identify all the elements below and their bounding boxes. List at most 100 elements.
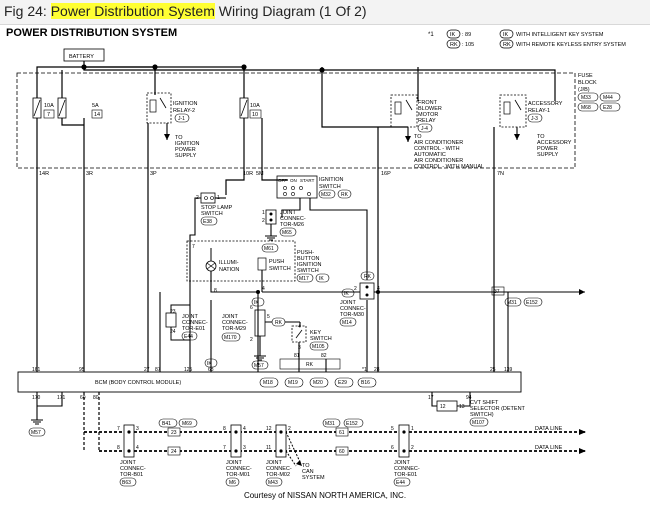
ign-sw-conn: M32 — [321, 192, 331, 198]
conn-m69: M69 — [182, 421, 192, 427]
fb-conn-m33: M33 — [581, 95, 591, 101]
cvt-l1: CVT SHIFT — [470, 400, 499, 406]
e01b-pin-1: 1 — [411, 426, 414, 432]
key-sw-l1: KEY — [310, 330, 321, 336]
jc-m02-conn: M43 — [268, 480, 278, 486]
b01-pin-4: 4 — [136, 445, 139, 451]
e01b-pin-2: 2 — [411, 445, 414, 451]
bcm-pin-27: 27 — [144, 367, 150, 373]
pbis-conn: M17 — [299, 276, 309, 282]
jc-m02-l2: CONNEC- — [266, 466, 292, 472]
bcm-conn-m20: M20 — [313, 380, 323, 386]
jc-b01-l1: JOINT — [120, 460, 137, 466]
m02-pin-11: 11 — [266, 445, 271, 451]
bcm-pin-25: 25 — [490, 367, 496, 373]
pbis-l3: IGNITION — [297, 262, 321, 268]
to-can-l3: SYSTEM — [302, 475, 325, 481]
bcm-pin-star: *1 — [362, 367, 367, 373]
m57-label-a: M57 — [254, 363, 264, 369]
ign-sw-l2: SWITCH — [319, 184, 341, 190]
blower-l4: RELAY — [418, 118, 436, 124]
pbis-pin-8: 8 — [214, 288, 217, 294]
legend-mark-rk: RK — [450, 42, 458, 48]
jc-m26-conn: M65 — [282, 230, 292, 236]
wire-3p: 3P — [150, 171, 157, 177]
data-line-2: DATA LINE — [535, 445, 563, 451]
m57-label-b: M57 — [31, 430, 41, 436]
stop-lamp-conn: E38 — [203, 219, 212, 225]
push-sw-l1: PUSH — [269, 259, 284, 265]
pin-61: 61 — [339, 430, 345, 436]
fb-conn-m44: M44 — [603, 95, 613, 101]
m30-mark-ik: IK — [344, 291, 349, 297]
bcm-pin-170: 170 — [32, 395, 41, 401]
e01b-pin-6: 6 — [391, 445, 394, 451]
bcm-conn-m18: M18 — [263, 380, 273, 386]
bcm-pin-81: 81 — [294, 353, 300, 359]
bcm-pin-94: 94 — [466, 395, 472, 401]
bcm-mark-ik: IK — [207, 361, 212, 367]
wire-10r: 10R — [243, 171, 253, 177]
stop-lamp-l1: STOP LAMP — [201, 205, 233, 211]
conn-e152-b: E152 — [346, 421, 358, 427]
ign-sw-mark: RK — [341, 192, 349, 198]
jc-b01-conn: B63 — [122, 480, 131, 486]
legend-mark-ik: IK — [450, 32, 456, 38]
acc-code: J-3 — [531, 116, 538, 122]
to-acc-l1: TO — [537, 134, 545, 140]
diagram-title: POWER DISTRIBUTION SYSTEM — [6, 27, 177, 39]
key-switch: 4 3 KEY SWITCH M105 RK IK — [159, 292, 368, 372]
bcm-pin-80: 80 — [93, 395, 99, 401]
jc-m02-l1: JOINT — [266, 460, 283, 466]
data-line-1: DATA LINE — [535, 426, 563, 432]
pbis-l2: BUTTON — [297, 256, 320, 262]
conn-b41: B41 — [162, 421, 171, 427]
ign-pos-start: START — [300, 178, 315, 183]
bcm-conn-b16: B16 — [361, 380, 370, 386]
jc-m01-l1: JOINT — [226, 460, 243, 466]
jc-e01-l3: TOR-E01 — [182, 326, 205, 332]
jc-e01b-conn: E44 — [396, 480, 405, 486]
ignition-switch: OFF ON START IGNITION SWITCH M32 RK — [276, 175, 368, 280]
joint-connector-e01-bottom: 5 1 6 2 JOINT CONNEC- TOR-E01 E44 — [391, 424, 420, 487]
bcm-pin-125: 125 — [184, 367, 193, 373]
blower-l1: FRONT — [418, 100, 438, 106]
m02-pin-2: 2 — [288, 426, 291, 432]
data-lines: DATA LINE DATA LINE B41 M69 23 24 M31 E1… — [83, 392, 586, 456]
wiring-diagram: POWER DISTRIBUTION SYSTEM *1 IK : 89 IK … — [6, 27, 626, 487]
ign-relay-l1: IGNITION — [173, 101, 197, 107]
blower-code: J-4 — [421, 126, 428, 132]
pin-24-a: 24 — [171, 449, 177, 455]
pbis-l1: PUSH- — [297, 250, 314, 256]
legend-mark-ik-2: IK — [503, 32, 509, 38]
cvt-l2: SELECTOR (DETENT — [470, 406, 526, 412]
fuse-7: 10A 7 — [32, 97, 55, 119]
joint-connector-m30: 2 4 RK IK JOINT CONNEC- TOR-M30 M14 37 M… — [262, 271, 585, 327]
blower-l2: BLOWER — [418, 106, 442, 112]
m29-pin-5: 5 — [267, 314, 270, 320]
stop-lamp-l2: SWITCH — [201, 211, 223, 217]
bcm-pin-82: 82 — [321, 353, 327, 359]
bcm-pin-68: 68 — [208, 367, 214, 373]
fb-conn-e28: E28 — [603, 105, 612, 111]
ignition-relay-2: IGNITION RELAY-2 J-1 TO IGNITION POWER S… — [146, 92, 199, 159]
bcm-label: BCM (BODY CONTROL MODULE) — [95, 380, 181, 386]
to-acc-l4: SUPPLY — [537, 152, 559, 158]
feed-wires — [36, 118, 495, 372]
m30-pin-4: 4 — [377, 286, 380, 292]
fuse-10-num: 10 — [252, 112, 258, 118]
jc-m29-conn: M170 — [224, 335, 237, 341]
cvt-pin-13: 13 — [459, 404, 465, 410]
jc-m26-l3: TOR-M26 — [280, 222, 304, 228]
bcm-mark-rk: RK — [306, 362, 314, 368]
jc-e01-l1: JOINT — [182, 314, 199, 320]
legend-desc-rk: WITH REMOTE KEYLESS ENTRY SYSTEM — [516, 42, 626, 48]
ign-relay-l2: RELAY-2 — [173, 108, 195, 114]
figure-prefix: Fig 24: — [4, 3, 47, 19]
to-can-l1: TO — [302, 463, 310, 469]
figure-highlight: Power Distribution System — [50, 3, 215, 19]
pbis-mark: IK — [319, 276, 324, 282]
joint-connector-m02: 12 2 11 1 TO CAN SYSTEM JOINT CONNEC- TO… — [265, 424, 325, 487]
courtesy-note: Courtesy of NISSAN NORTH AMERICA, INC. — [243, 491, 407, 500]
illum-l1: ILLUMI- — [219, 260, 239, 266]
